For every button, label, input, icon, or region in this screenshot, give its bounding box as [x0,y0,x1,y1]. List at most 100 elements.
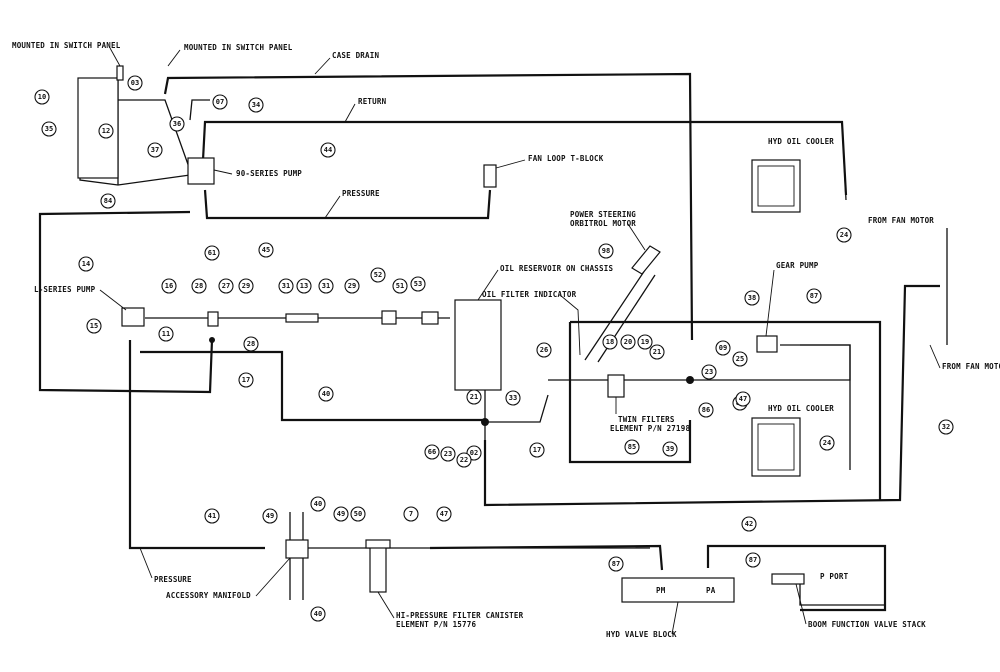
callout-bubble [701,364,717,380]
callout-bubble [318,278,334,294]
callout-number: 23 [705,368,713,376]
callout-number: 10 [38,93,46,101]
callout-36: 19 [637,334,653,350]
callout-64: 87 [608,556,624,572]
callout-bubble [732,351,748,367]
label-gear-pump: GEAR PUMP [776,261,819,270]
callout-25: 51 [392,278,408,294]
callout-30: 98 [598,243,614,259]
gear-pump [756,335,778,353]
reservoir-33-line [485,394,549,423]
hyd-valve-block [621,577,735,603]
callout-number: 36 [173,120,181,128]
label-hp-filter-1: HI-PRESSURE FILTER CANISTER [396,611,524,620]
callout-33: 26 [536,342,552,358]
callout-number: 15 [90,322,98,330]
callout-bubble [41,121,57,137]
label-90-series-pump: 90-SERIES PUMP [236,169,302,178]
line-38 [570,320,882,500]
label-boom-function: BOOM FUNCTION VALVE STACK [808,620,926,629]
leader-oil-reservoir [477,269,499,301]
callout-49: 23 [701,364,717,380]
callout-23: 29 [344,278,360,294]
callout-19: 29 [238,278,254,294]
callout-bubble [169,116,185,132]
callout-bubble [715,340,731,356]
callout-bubble [344,278,360,294]
hyd-oil-cooler-bottom [751,417,801,477]
callout-17: 28 [191,278,207,294]
callout-12: 61 [204,245,220,261]
callout-number: 52 [374,271,382,279]
callout-number: 40 [314,610,322,618]
callout-bubble [320,142,336,158]
label-pressure-top: PRESSURE [342,189,380,198]
callout-bubble [262,508,278,524]
callout-bubble [86,318,102,334]
callout-bubble [662,441,678,457]
pressure-line-bottom [128,340,265,550]
label-mounted-1: MOUNTED IN SWITCH PANEL [12,41,121,50]
callout-number: 51 [396,282,404,290]
drain-stub-line [189,99,210,121]
leader-case-drain [314,57,331,75]
callout-number: 66 [428,448,436,456]
callout-44: 66 [424,444,440,460]
callout-31: 38 [744,290,760,306]
callout-21: 13 [296,278,312,294]
callout-7: 84 [100,193,116,209]
callout-bubble [212,94,228,110]
label-power-steering-2: ORBITROL MOTOR [570,219,636,228]
steering-line-a [584,269,646,361]
callout-number: 42 [745,520,753,528]
callout-bubble [278,278,294,294]
loop-line-14 [38,210,214,394]
return-line [201,120,848,196]
hp-filter-cap [365,539,391,549]
callout-bubble [745,552,761,568]
callout-39: 25 [732,351,748,367]
callout-50: 86 [698,402,714,418]
callout-63: 42 [741,516,757,532]
label-pm: PM [656,586,666,595]
label-from-fan-motor-top: FROM FAN MOTOR [868,216,934,225]
callout-37: 21 [649,344,665,360]
callout-bubble [161,278,177,294]
callout-number: 11 [162,330,170,338]
twin-filters [607,374,625,398]
callout-number: 31 [282,282,290,290]
line-11 [140,350,485,422]
label-valve-block: HYD VALVE BLOCK [606,630,677,639]
callout-bubble [310,496,326,512]
leader-mounted-1 [109,47,121,67]
junction-dot-center [686,376,694,384]
label-mounted-2: MOUNTED IN SWITCH PANEL [184,43,293,52]
callout-24: 52 [370,267,386,283]
power-steering-motor [631,245,661,275]
callout-number: 09 [719,344,727,352]
leader-lseries-pump [99,289,127,311]
callout-bubble [620,334,636,350]
cooler-top-line [841,121,847,201]
case-drain-line [163,72,694,341]
fitting-27 [207,311,219,327]
callout-34: 18 [602,334,618,350]
callout-number: 02 [470,449,478,457]
cooler-top-inner [757,165,795,207]
label-fan-loop: FAN LOOP T-BLOCK [528,154,604,163]
callout-40: 21 [466,389,482,405]
callout-22: 31 [318,278,334,294]
callout-41: 33 [505,390,521,406]
callout-number: 34 [252,101,260,109]
fitting-13 [285,313,319,323]
label-from-fan-motor-bottom: FROM FAN MOTOR [942,362,1000,371]
label-case-drain: CASE DRAIN [332,51,379,60]
leader-pressure-top [324,195,341,219]
line-47 [429,544,664,571]
label-pressure-bottom: PRESSURE [154,575,192,584]
callout-bubble [248,97,264,113]
callout-60: 50 [350,506,366,522]
callout-bubble [456,452,472,468]
